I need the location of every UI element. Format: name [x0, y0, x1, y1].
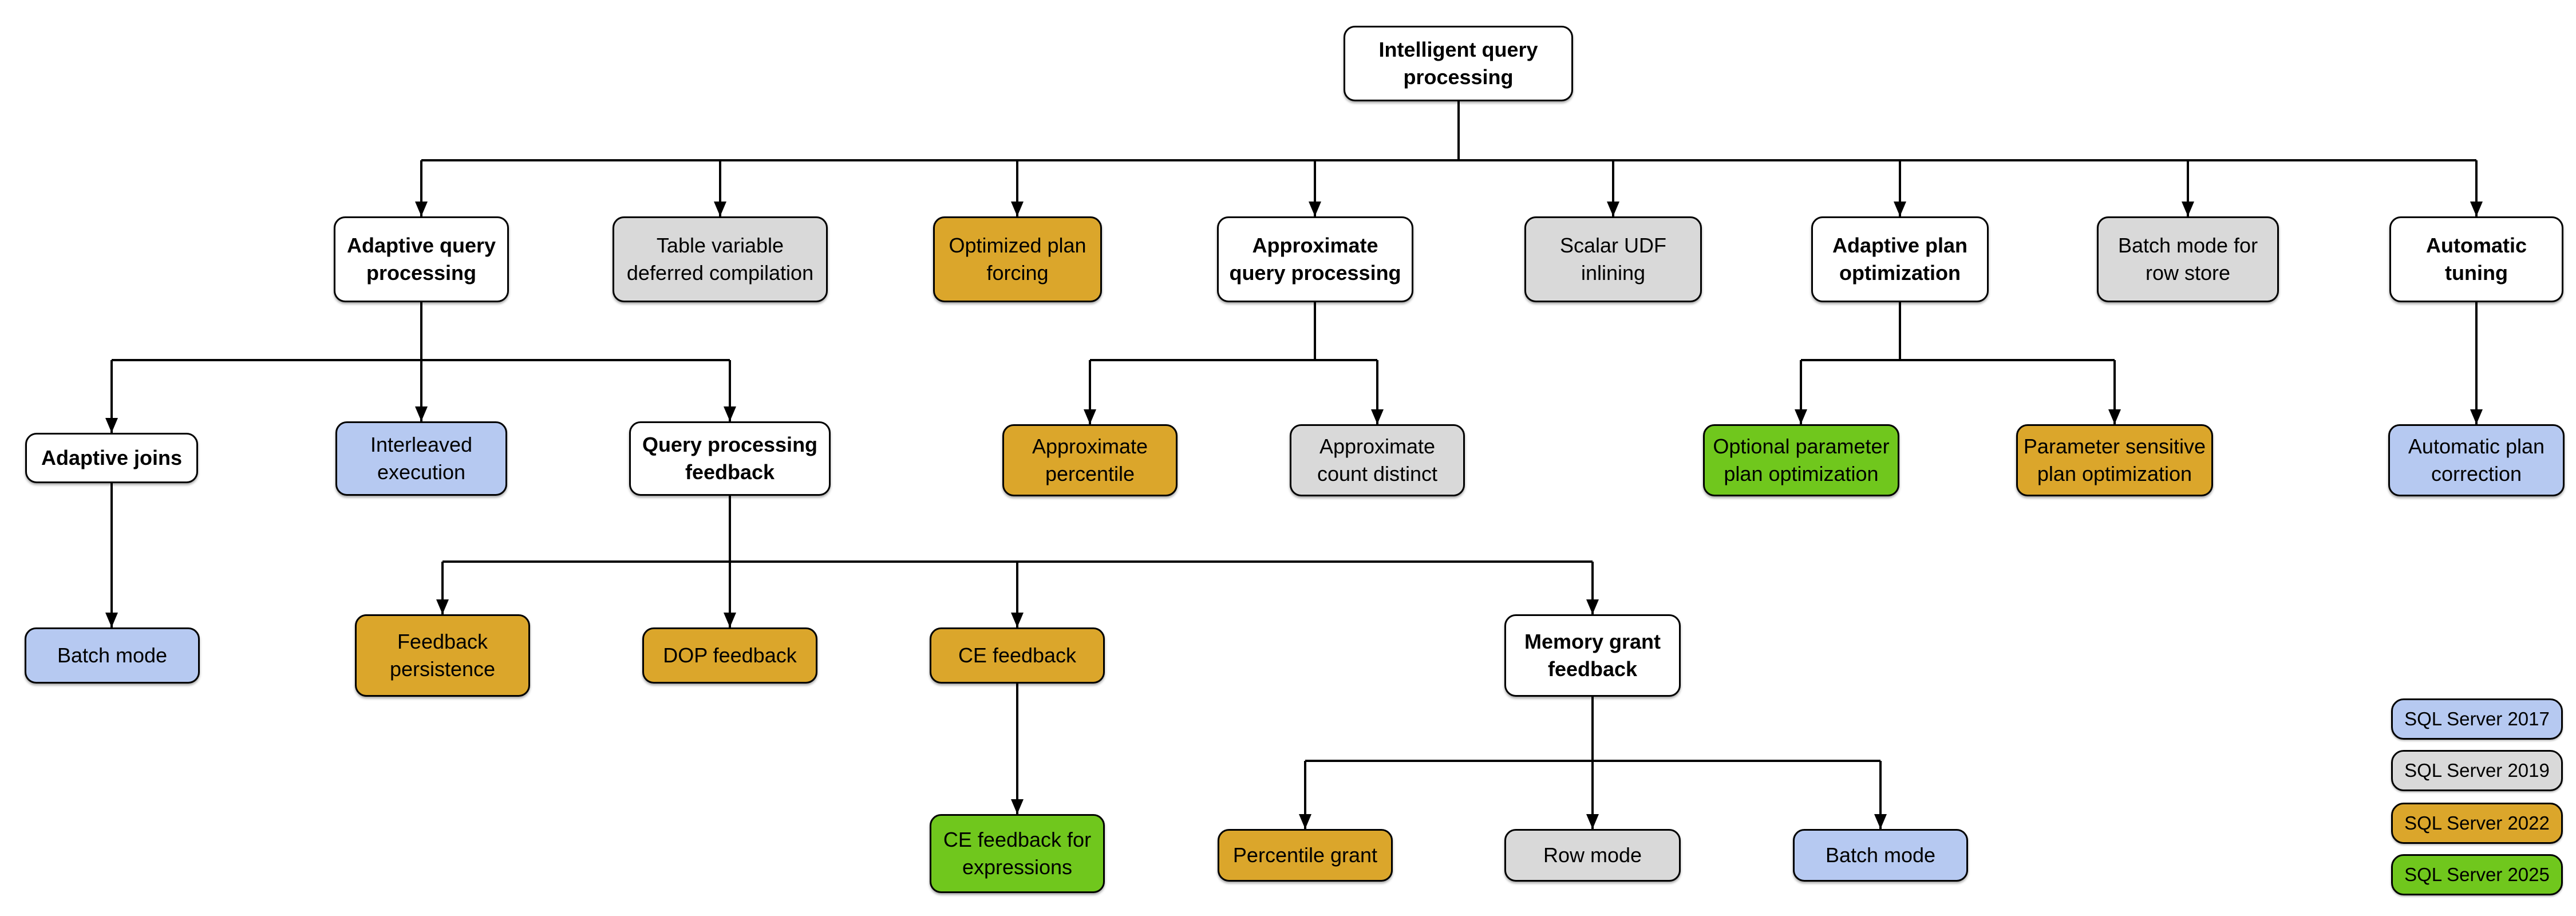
arrowhead-down-icon: [1371, 409, 1384, 424]
arrowhead-down-icon: [1011, 799, 1024, 814]
node-adaptive-query-processing: Adaptive query processing: [334, 216, 509, 302]
arrowhead-down-icon: [436, 599, 449, 614]
arrowhead-down-icon: [724, 406, 736, 421]
arrowhead-down-icon: [2108, 409, 2121, 424]
node-batch-mode-memory-grant: Batch mode: [1793, 829, 1968, 882]
arrowhead-down-icon: [1874, 814, 1887, 829]
node-approximate-query-processing: Approximate query processing: [1217, 216, 1413, 302]
arrowhead-down-icon: [1894, 202, 1906, 216]
legend-sql-server-2019: SQL Server 2019: [2391, 750, 2563, 791]
node-ce-feedback-for-expressions: CE feedback for expressions: [930, 814, 1105, 893]
arrowhead-down-icon: [1309, 202, 1321, 216]
node-batch-mode-for-row-store: Batch mode for row store: [2097, 216, 2279, 302]
arrowhead-down-icon: [2182, 202, 2194, 216]
node-approximate-count-distinct: Approximate count distinct: [1290, 424, 1465, 496]
node-parameter-sensitive-plan-optimization: Parameter sensitive plan optimization: [2016, 424, 2213, 496]
node-optimized-plan-forcing: Optimized plan forcing: [933, 216, 1102, 302]
node-query-processing-feedback: Query processing feedback: [629, 421, 831, 496]
node-batch-mode-adaptive-joins: Batch mode: [25, 627, 200, 684]
arrowhead-down-icon: [105, 613, 118, 627]
legend-sql-server-2022: SQL Server 2022: [2391, 803, 2563, 844]
node-interleaved-execution: Interleaved execution: [335, 421, 507, 496]
arrowhead-down-icon: [415, 202, 428, 216]
arrowhead-down-icon: [105, 418, 118, 433]
node-adaptive-joins: Adaptive joins: [25, 433, 198, 483]
arrowhead-down-icon: [1299, 814, 1311, 829]
node-row-mode: Row mode: [1504, 829, 1681, 882]
node-approximate-percentile: Approximate percentile: [1002, 424, 1178, 496]
arrowhead-down-icon: [1586, 599, 1599, 614]
arrowhead-down-icon: [1607, 202, 1619, 216]
node-optional-parameter-plan-optimization: Optional parameter plan optimization: [1703, 424, 1899, 496]
legend-sql-server-2017: SQL Server 2017: [2391, 698, 2563, 740]
node-feedback-persistence: Feedback persistence: [355, 614, 530, 697]
arrowhead-down-icon: [1586, 814, 1599, 829]
arrowhead-down-icon: [1795, 409, 1807, 424]
arrowhead-down-icon: [1084, 409, 1096, 424]
node-adaptive-plan-optimization: Adaptive plan optimization: [1811, 216, 1989, 302]
node-automatic-plan-correction: Automatic plan correction: [2388, 424, 2565, 496]
node-dop-feedback: DOP feedback: [642, 627, 817, 684]
node-scalar-udf-inlining: Scalar UDF inlining: [1524, 216, 1702, 302]
node-memory-grant-feedback: Memory grant feedback: [1504, 614, 1681, 697]
node-automatic-tuning: Automatic tuning: [2389, 216, 2563, 302]
arrowhead-down-icon: [415, 406, 428, 421]
node-ce-feedback: CE feedback: [930, 627, 1105, 684]
node-percentile-grant: Percentile grant: [1218, 829, 1393, 882]
arrowhead-down-icon: [1011, 202, 1024, 216]
arrowhead-down-icon: [2470, 409, 2483, 424]
node-intelligent-query-processing: Intelligent query processing: [1344, 26, 1573, 101]
legend-sql-server-2025: SQL Server 2025: [2391, 854, 2563, 895]
node-table-variable-deferred-compilation: Table variable deferred compilation: [613, 216, 828, 302]
arrowhead-down-icon: [714, 202, 726, 216]
arrowhead-down-icon: [2470, 202, 2483, 216]
arrowhead-down-icon: [1011, 613, 1024, 627]
arrowhead-down-icon: [724, 613, 736, 627]
